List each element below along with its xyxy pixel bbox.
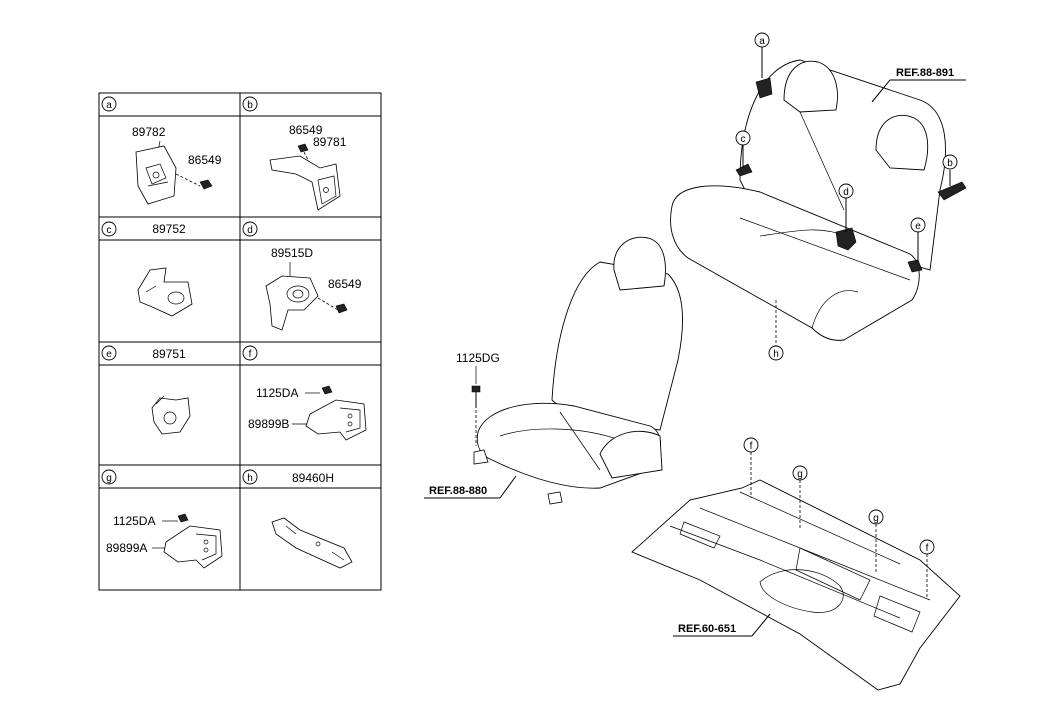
- front-seat: 1125DG REF.88-880: [424, 236, 683, 505]
- part-title: 89751: [152, 347, 186, 361]
- bolt-1125dg-icon: [471, 385, 481, 408]
- callout-b: b: [947, 158, 953, 169]
- bracket-89752-graphic: [137, 267, 193, 317]
- cell-e: e 89751: [101, 345, 191, 435]
- callout-circle: [242, 96, 258, 112]
- ref-front-seat: REF.88-880: [429, 485, 487, 497]
- callout-g: g: [797, 469, 803, 480]
- part-number: 89515D: [271, 246, 313, 260]
- callout-e: e: [915, 221, 921, 232]
- bracket-89781-graphic: [269, 155, 341, 211]
- cell-letter: h: [247, 473, 253, 484]
- cell-letter: a: [106, 100, 112, 111]
- retractor-89515d-graphic: [265, 275, 319, 331]
- cell-h: h 89460H: [242, 469, 353, 569]
- part-title: 89460H: [292, 471, 334, 485]
- rear-bracket-c-icon: [735, 163, 753, 177]
- callout-circle: [242, 345, 258, 361]
- part-number: 86549: [188, 153, 222, 167]
- cell-letter: d: [247, 225, 253, 236]
- ref-rear-seat: REF.88-891: [896, 67, 954, 79]
- cell-a: a 89782 86549: [101, 96, 222, 205]
- callout-circle: [101, 221, 117, 237]
- callout-f: f: [926, 543, 929, 554]
- part-number: 89899B: [248, 417, 289, 431]
- cell-c: c 89752: [101, 221, 193, 317]
- rear-bracket-e-icon: [907, 259, 923, 273]
- parts-grid: [98, 92, 382, 591]
- callout-g: g: [873, 513, 879, 524]
- cell-g: g 1125DA 89899A: [101, 469, 223, 569]
- cell-d: d 89515D 86549: [242, 221, 362, 331]
- callout-circle: [101, 345, 117, 361]
- cell-letter: b: [247, 100, 253, 111]
- floor-panel: f g g f REF.60-651: [631, 437, 961, 691]
- bolt-86549-icon: [297, 143, 309, 153]
- part-number: 1125DA: [113, 514, 155, 528]
- cell-letter: g: [106, 473, 112, 484]
- bolt-label: 1125DG: [456, 351, 500, 365]
- callout-circle: [242, 221, 258, 237]
- cell-b: b 86549 89781: [242, 96, 347, 211]
- callout-a: a: [759, 36, 765, 47]
- cell-letter: c: [107, 225, 112, 236]
- bolt-86549-icon: [199, 179, 213, 190]
- bolt-1125da-icon: [321, 385, 333, 395]
- part-number: 1125DA: [256, 386, 298, 400]
- part-number: 89899A: [106, 541, 147, 555]
- rear-bracket-a-icon: [755, 77, 773, 99]
- callout-f: f: [750, 441, 753, 452]
- callout-d: d: [843, 187, 849, 198]
- part-number: 86549: [289, 123, 323, 137]
- callout-c: c: [741, 134, 746, 145]
- part-number: 89781: [313, 135, 347, 149]
- part-number: 89782: [132, 125, 166, 139]
- callout-circle: [242, 469, 258, 485]
- rear-bracket-b-icon: [937, 181, 967, 201]
- bracket-89460h-graphic: [271, 517, 353, 569]
- callout-circle: [101, 469, 117, 485]
- bolt-86549-icon: [335, 303, 348, 314]
- bracket-89899a-graphic: [163, 525, 223, 569]
- bracket-89751-graphic: [151, 395, 191, 435]
- cell-f: f 1125DA 89899B: [242, 345, 367, 441]
- rear-retractor-d-icon: [835, 227, 857, 251]
- callout-circle: [101, 96, 117, 112]
- rear-seat: a c b d e h REF.88-891: [670, 32, 967, 361]
- ref-floor: REF.60-651: [678, 623, 736, 635]
- callout-h: h: [773, 349, 779, 360]
- bracket-89782-graphic: [135, 145, 177, 205]
- cell-letter: e: [106, 349, 112, 360]
- part-number: 86549: [328, 277, 362, 291]
- part-title: 89752: [152, 222, 186, 236]
- bracket-89899b-graphic: [305, 399, 367, 441]
- cell-letter: f: [249, 349, 252, 360]
- bolt-1125da-icon: [177, 513, 189, 523]
